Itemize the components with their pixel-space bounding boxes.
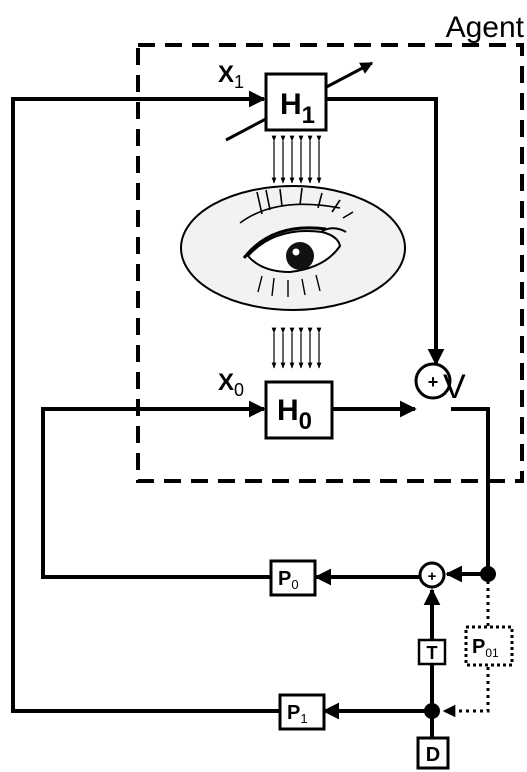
h0-eye-coupling-arrows <box>271 327 322 369</box>
output-label-v: V <box>443 368 466 406</box>
svg-text:P0: P0 <box>278 568 299 592</box>
eye-icon <box>180 185 406 311</box>
p01-block: P01 <box>464 625 514 667</box>
svg-text:P1: P1 <box>287 702 308 726</box>
svg-text:P01: P01 <box>472 636 499 660</box>
h1-eye-coupling-arrows <box>271 135 322 184</box>
t-block: T <box>417 638 447 666</box>
h1-sub: 1 <box>302 102 315 129</box>
x0-label: X0 <box>218 369 244 400</box>
h0-base: H <box>277 394 299 427</box>
h0-sub: 0 <box>299 408 312 435</box>
p01-dotted-path <box>442 574 490 718</box>
svg-text:H1: H1 <box>280 88 315 129</box>
x1-label: X1 <box>218 61 244 92</box>
sum-junction-lower: + <box>418 561 446 589</box>
h1-base: H <box>280 88 302 121</box>
svg-text:T: T <box>427 643 438 663</box>
d-junction-dot <box>424 703 440 719</box>
h0-block: H0 <box>264 380 334 440</box>
p0-block: P0 <box>269 559 317 597</box>
agent-boundary <box>136 43 524 483</box>
signal-wires <box>11 90 490 738</box>
h1-block: H1 <box>264 72 328 132</box>
svg-text:D: D <box>426 744 440 766</box>
wire-p1-to-h1 <box>11 90 279 713</box>
sum-junction-upper: + <box>414 362 452 400</box>
wire-p0-to-h0 <box>41 400 270 579</box>
p1-block: P1 <box>278 693 326 731</box>
wire-h1-to-sum <box>326 97 445 366</box>
svg-text:H0: H0 <box>277 394 312 435</box>
svg-text:+: + <box>428 568 437 585</box>
agent-label: Agent <box>446 11 525 44</box>
wire-v-output <box>451 407 490 574</box>
v-junction-dot <box>480 566 496 582</box>
d-block: D <box>416 736 450 770</box>
svg-text:+: + <box>428 372 439 392</box>
